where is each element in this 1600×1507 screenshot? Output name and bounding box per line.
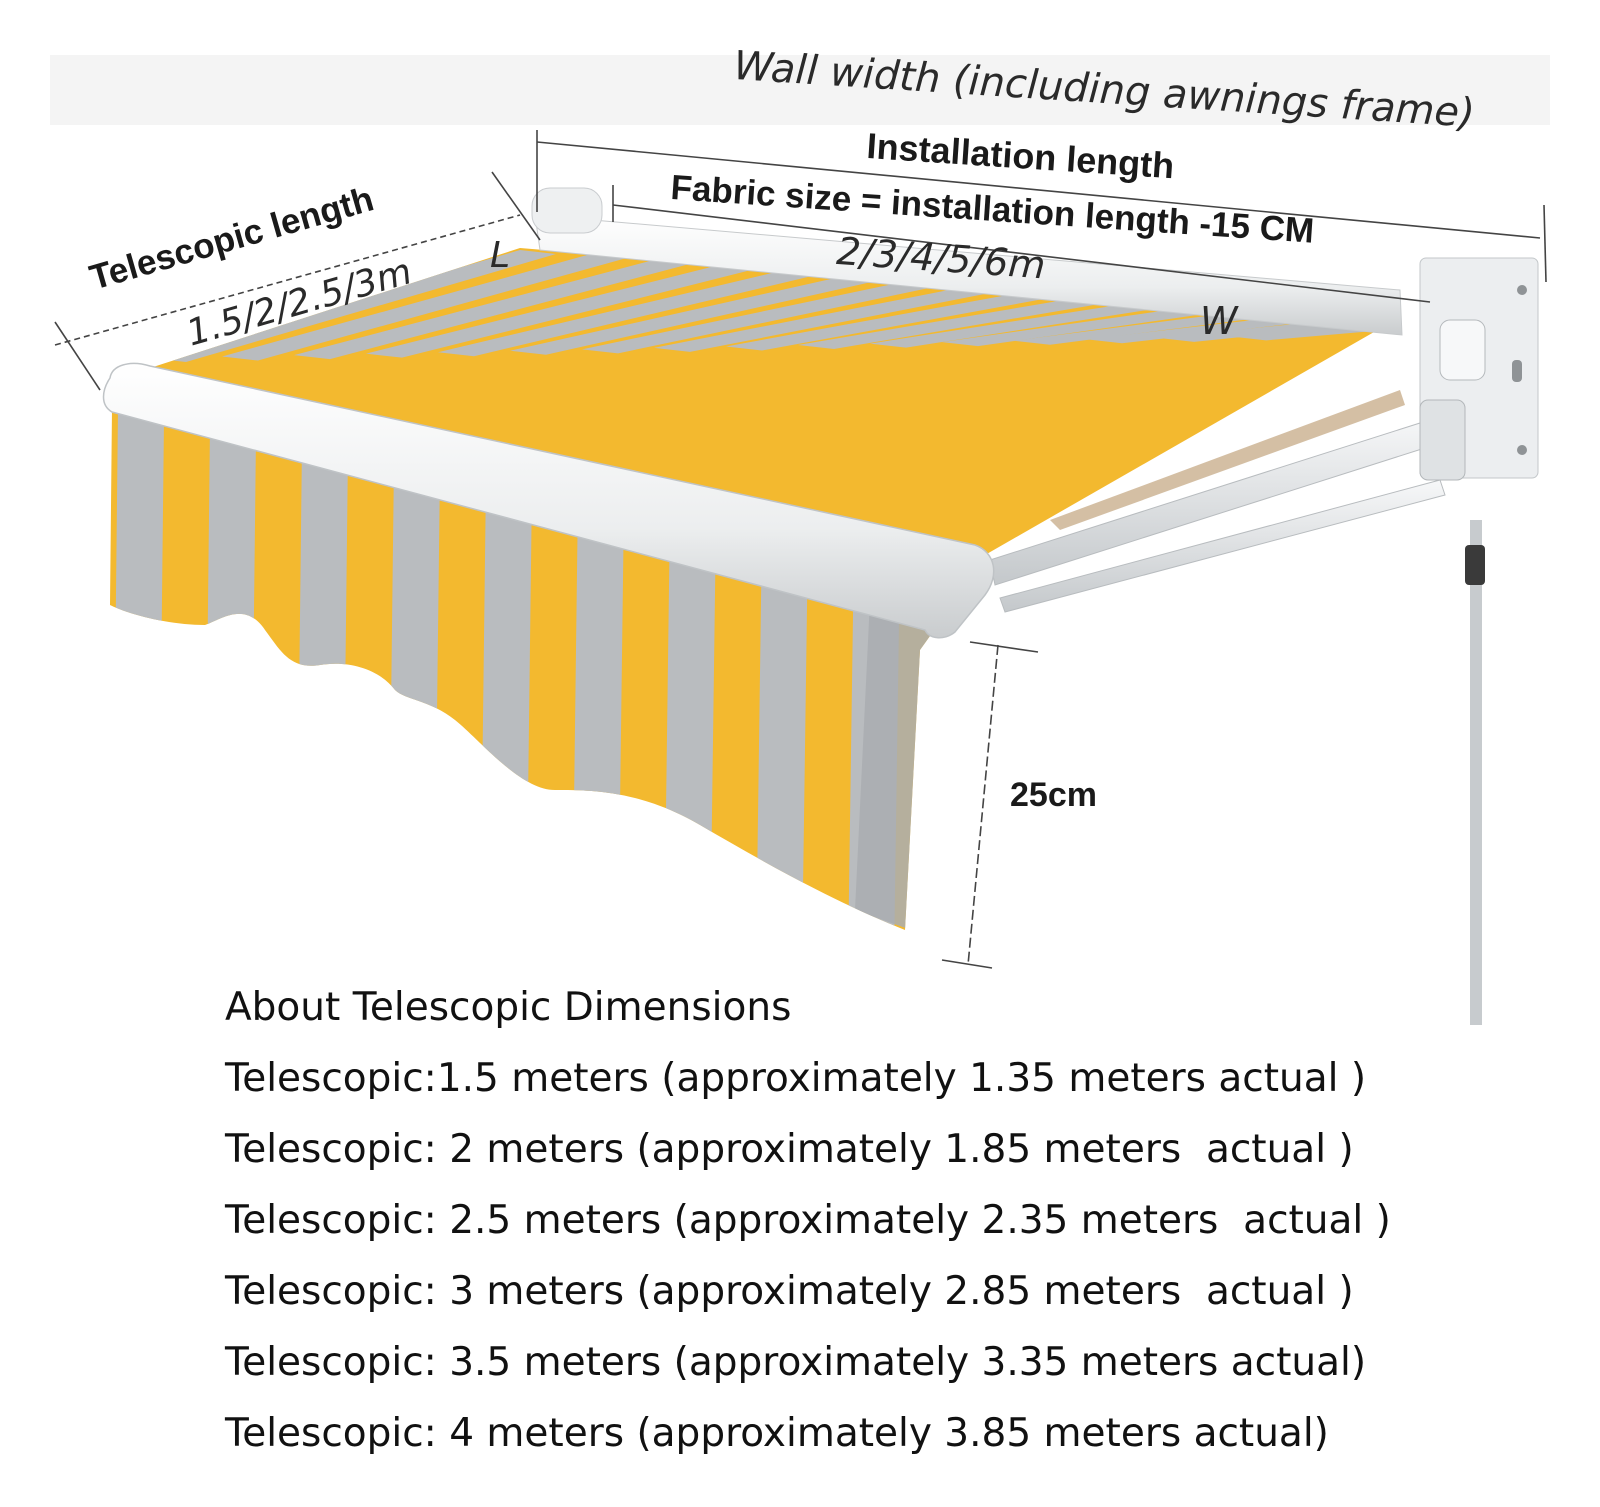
notes-line: Telescopic: 3 meters (approximately 2.85… bbox=[225, 1269, 1354, 1314]
crank-handle-icon bbox=[1465, 545, 1485, 585]
folding-arm bbox=[999, 479, 1446, 613]
end-cap bbox=[531, 187, 603, 234]
dimension-lines bbox=[54, 130, 1547, 969]
wall-backdrop bbox=[50, 55, 1550, 125]
notes-line: Telescopic: 4 meters (approximately 3.85… bbox=[225, 1411, 1329, 1456]
notes-line: Telescopic: 2.5 meters (approximately 2.… bbox=[225, 1198, 1391, 1243]
awning-illustration bbox=[50, 55, 1550, 1025]
arm-shadow bbox=[1050, 390, 1405, 530]
length-symbol-label: L bbox=[490, 235, 511, 276]
support-pole bbox=[1470, 520, 1482, 1025]
front-bar bbox=[102, 362, 995, 639]
valance-height-label: 25cm bbox=[1010, 776, 1097, 814]
telescopic-dimensions-notes: About Telescopic Dimensions Telescopic:1… bbox=[225, 985, 1525, 1469]
notes-line: Telescopic: 2 meters (approximately 1.85… bbox=[225, 1127, 1354, 1172]
width-symbol-label: W bbox=[1200, 299, 1238, 343]
notes-line: Telescopic: 3.5 meters (approximately 3.… bbox=[225, 1340, 1367, 1385]
notes-line: Telescopic:1.5 meters (approximately 1.3… bbox=[225, 1056, 1367, 1101]
notes-heading: About Telescopic Dimensions bbox=[225, 985, 792, 1030]
